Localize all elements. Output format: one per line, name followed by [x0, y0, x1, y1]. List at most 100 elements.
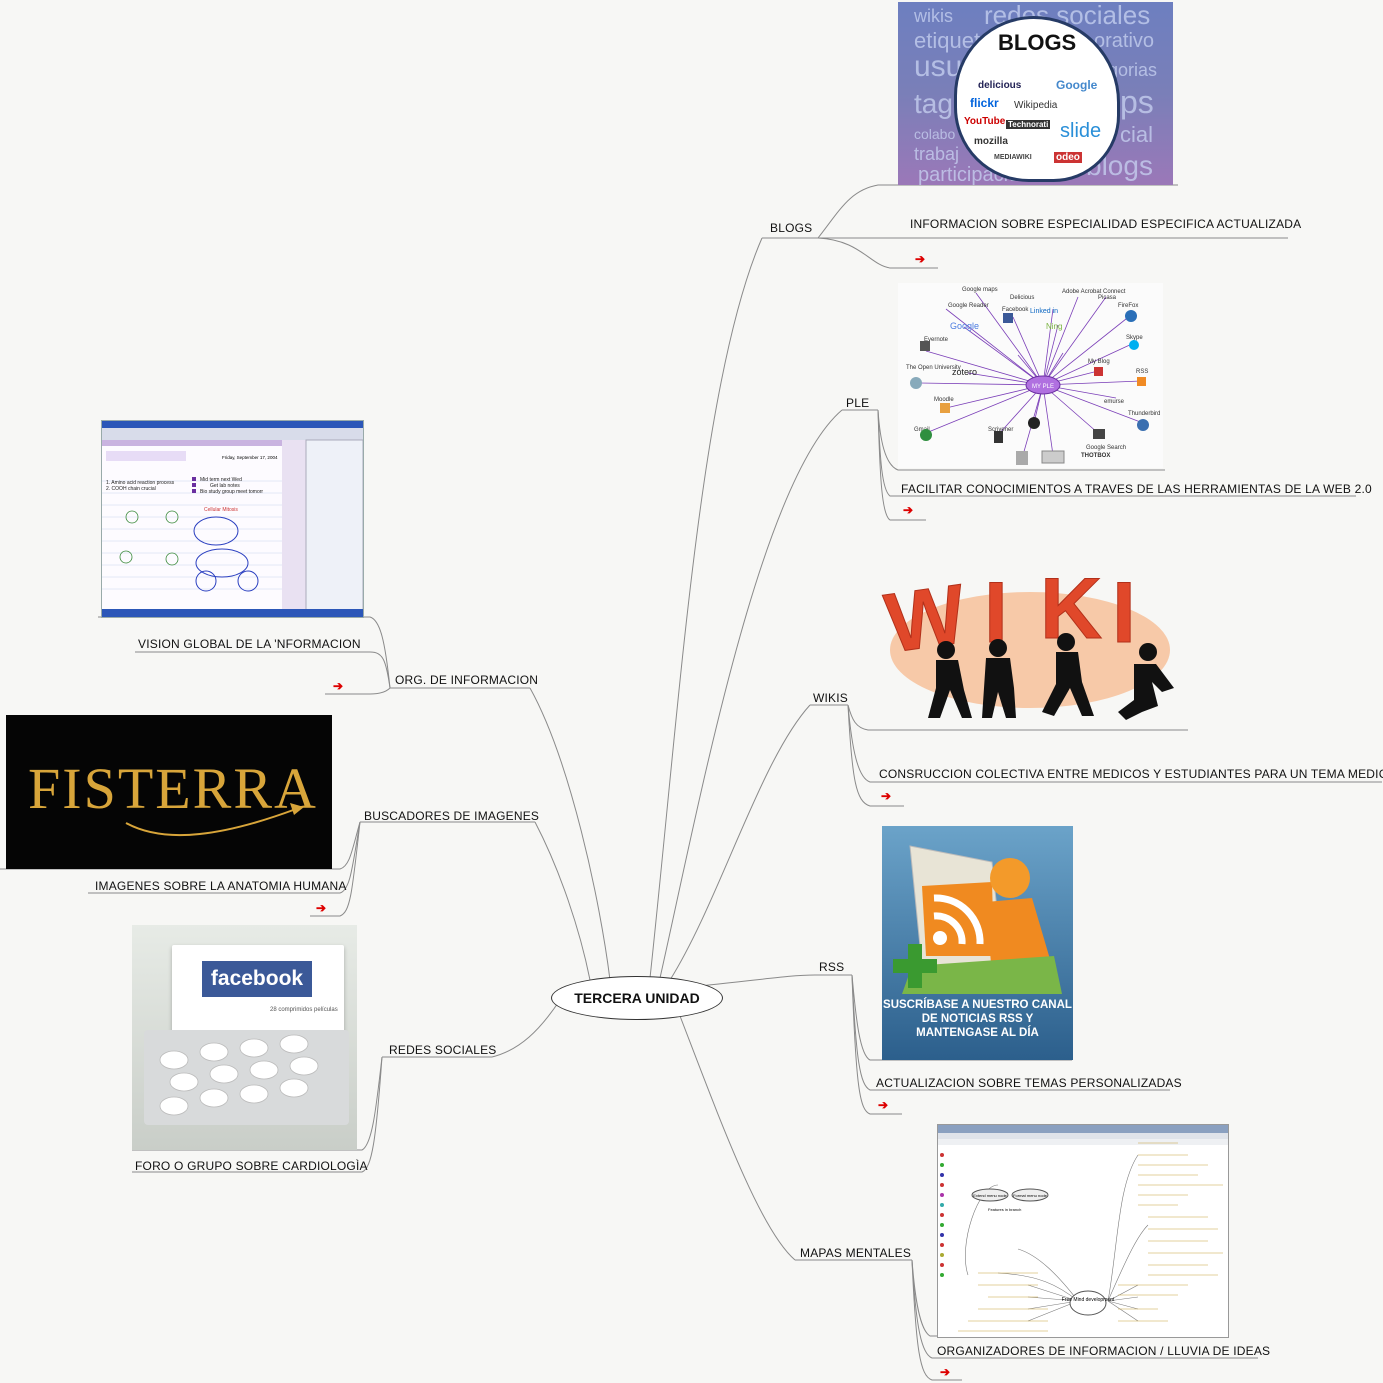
rss-illustration	[893, 845, 1062, 994]
ple-node-label: Linked in	[1030, 308, 1058, 315]
pills	[159, 1034, 319, 1116]
ple-node-label: Google Search	[1086, 445, 1126, 451]
onenote-screenshot: Friday, September 17, 2004 1. Amino acid…	[102, 421, 363, 617]
blogs-image: wikis redes sociales etiquet orativo usu…	[898, 2, 1173, 185]
buscadores-link-arrow-icon[interactable]: ➔	[316, 901, 327, 915]
facebook-box: facebook 28 comprimidos películas	[172, 945, 344, 1035]
org-note: VISION GLOBAL DE LA 'NFORMACION	[138, 637, 361, 651]
youtube-logo: YouTube	[964, 116, 1006, 127]
ple-note: FACILITAR CONOCIMIENTOS A TRAVES DE LAS …	[901, 482, 1372, 496]
ple-node-label: Google	[950, 321, 979, 331]
delicious-logo: delicious	[978, 80, 1022, 91]
technorati-logo: Technorati	[1006, 120, 1051, 129]
blogs-note: INFORMACION SOBRE ESPECIALIDAD ESPECIFIC…	[910, 217, 1302, 231]
pill-blister	[144, 1030, 349, 1125]
mediawiki-logo: MEDIAWIKI	[994, 154, 1032, 161]
ple-image: MY PLE Google maps Google Reader Google …	[898, 283, 1163, 468]
onenote-date: Friday, September 17, 2004	[222, 455, 278, 460]
blogs-image-title: BLOGS	[998, 30, 1077, 55]
rss-link-arrow-icon[interactable]: ➔	[878, 1098, 889, 1112]
onenote-task: Mid term next Wed	[200, 477, 242, 483]
branch-org[interactable]: ORG. DE INFORMACION	[395, 673, 539, 687]
branch-buscadores[interactable]: BUSCADORES DE IMAGENES	[364, 809, 540, 823]
blogs-word: usu	[914, 50, 963, 83]
ple-node-label: Google maps	[962, 287, 998, 293]
ple-node-label: Facebook	[1002, 307, 1029, 313]
wikipedia-logo: Wikipedia	[1014, 100, 1058, 111]
blogs-word: wikis	[914, 6, 953, 26]
blogs-word: ps	[1120, 84, 1154, 120]
ple-node-label: FireFox	[1118, 303, 1138, 309]
onenote-note: 2. COOH chain crucial	[106, 486, 156, 492]
ple-node-label: Thunderbird	[1128, 411, 1160, 417]
ple-node-label: Moodle	[934, 397, 954, 403]
ple-node-label: Picasa	[1098, 295, 1117, 301]
wiki-letter-w: W	[880, 566, 972, 670]
facebook-pills-image: facebook 28 comprimidos películas	[132, 925, 357, 1150]
org-link-arrow-icon[interactable]: ➔	[333, 679, 344, 693]
ple-center-label: MY PLE	[1032, 384, 1054, 390]
blogs-word: orativo	[1094, 30, 1155, 52]
freemind-screenshot: Free Mind development Extend menu node F…	[938, 1125, 1228, 1332]
central-label: TERCERA UNIDAD	[574, 990, 700, 1006]
rss-caption: SUSCRÍBASE A NUESTRO CANAL DE NOTICIAS R…	[883, 999, 1072, 1039]
ple-node-label: Ning	[1046, 322, 1062, 331]
wiki-people-silhouettes	[928, 633, 1174, 720]
ple-node-label: Evernote	[924, 337, 949, 343]
odeo-logo: odeo	[1054, 152, 1082, 163]
fisterra-image: FISTERRA	[6, 715, 332, 869]
ple-node-label: Gmail	[914, 427, 930, 433]
blogs-cloud-shape	[954, 16, 1120, 182]
blogs-word: tag	[914, 88, 953, 119]
branch-mapas[interactable]: MAPAS MENTALES	[800, 1246, 912, 1260]
blogs-word: colabo	[914, 126, 956, 142]
flickr-logo: flickr	[970, 96, 999, 110]
branch-ple[interactable]: PLE	[846, 396, 870, 410]
mapas-node: Features in branch	[988, 1207, 1021, 1212]
mapas-note: ORGANIZADORES DE INFORMACION / LLUVIA DE…	[937, 1344, 1271, 1358]
onenote-image: Friday, September 17, 2004 1. Amino acid…	[101, 420, 364, 618]
onenote-sketch-title: Cellular Mitosis	[204, 507, 238, 513]
ple-node-label: Adobe Acrobat Connect	[1062, 289, 1126, 295]
facebook-logo: facebook	[202, 961, 312, 997]
rss-image: SUSCRÍBASE A NUESTRO CANAL DE NOTICIAS R…	[882, 826, 1073, 1060]
wiki-image: W I K I	[880, 560, 1180, 722]
ple-link-arrow-icon[interactable]: ➔	[903, 503, 914, 517]
mapas-central-node: Free Mind development	[1062, 1297, 1115, 1303]
ple-node-label: Skype	[1126, 335, 1143, 341]
google-logo: Google	[1056, 78, 1098, 92]
branch-rss[interactable]: RSS	[819, 960, 845, 974]
ple-node-label: My Blog	[1088, 359, 1110, 365]
rss-note: ACTUALIZACION SOBRE TEMAS PERSONALIZADAS	[876, 1076, 1182, 1090]
ple-node-label: Scrivener	[988, 427, 1013, 433]
onenote-task: Get lab notes	[210, 483, 240, 489]
facebook-box-subtitle: 28 comprimidos películas	[270, 1007, 338, 1013]
blogs-word: trabaj	[914, 144, 960, 164]
buscadores-note: IMAGENES SOBRE LA ANATOMIA HUMANA	[95, 879, 347, 893]
central-node[interactable]: TERCERA UNIDAD	[551, 976, 723, 1020]
blogs-word: gorias	[1108, 60, 1158, 80]
mapas-node: Extend menu node	[973, 1193, 1007, 1198]
blogs-word: cial	[1120, 122, 1154, 147]
onenote-task: Bio study group meet tomorr	[200, 489, 263, 495]
mapas-link-arrow-icon[interactable]: ➔	[940, 1365, 951, 1379]
branch-wikis[interactable]: WIKIS	[813, 691, 849, 705]
ple-node-label: The Open University	[906, 365, 961, 371]
fisterra-logo-text: FISTERRA	[28, 756, 318, 821]
branch-blogs[interactable]: BLOGS	[770, 221, 813, 235]
ple-node-label: zotero	[952, 367, 977, 377]
ple-node-label: Delicious	[1010, 295, 1034, 301]
ple-graph: MY PLE Google maps Google Reader Google …	[906, 287, 1160, 465]
branch-redes[interactable]: REDES SOCIALES	[389, 1043, 497, 1057]
fisterra-swoosh	[125, 803, 304, 837]
onenote-note: 1. Amino acid reaction process	[106, 480, 175, 486]
wikis-link-arrow-icon[interactable]: ➔	[881, 789, 892, 803]
ple-center-node	[1025, 375, 1061, 395]
blogs-link-arrow-icon[interactable]: ➔	[915, 252, 926, 266]
ple-node-label: emurse	[1104, 399, 1125, 405]
mapas-mentales-image: Free Mind development Extend menu node F…	[937, 1124, 1229, 1338]
mapas-node: Format menu node	[1013, 1193, 1048, 1198]
wikis-note: CONSRUCCION COLECTIVA ENTRE MEDICOS Y ES…	[879, 767, 1383, 781]
ple-node-label: Google Reader	[948, 303, 989, 309]
